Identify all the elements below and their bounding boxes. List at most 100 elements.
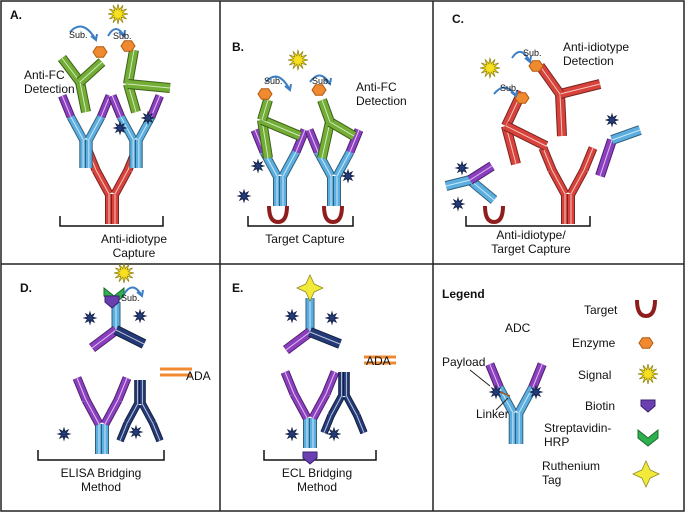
panel-b-detect-left-arm1-stripe <box>261 119 301 137</box>
panel-e-capture-drug-arm-left-stripe <box>293 393 308 419</box>
panel-c-payload-3 <box>604 112 620 128</box>
panel-a-capture-antibody-arm-right <box>111 167 132 197</box>
panel-d-ada-antibody-arm-right-stripe <box>141 403 154 424</box>
panel-b-detect-left-stem-stripe <box>261 119 269 159</box>
panel-d-capture-drug-arm-left <box>82 397 103 427</box>
panel-a-drug-left-tip-right <box>97 94 114 119</box>
panel-b-target-1 <box>267 205 289 225</box>
panel-a-detect-left-arm2 <box>76 58 106 86</box>
panel-c-sub-arrow-1-head <box>524 55 532 64</box>
legend-ruthenium-label: Ruthenium Tag <box>542 459 601 487</box>
panel-a-payload-2 <box>140 110 156 126</box>
panel-d-signal <box>113 262 135 284</box>
panel-d-letter: D. <box>20 281 32 295</box>
panel-e-capture-drug-tip-left-stripe <box>284 371 295 395</box>
panel-b-drug-right-arm-right-stripe <box>336 151 351 177</box>
panel-b-detect-left-stem <box>257 119 273 159</box>
panel-b-drug-right-tip-left <box>304 128 323 154</box>
panel-d-ada-antibody-tip-left-stripe <box>119 423 128 441</box>
legend-adc-label: ADC <box>505 321 531 335</box>
panel-c-drug-right-tip-stripe <box>611 129 641 141</box>
panel-d-substrate: Sub. <box>121 293 140 303</box>
panel-c-sub-arrow-2-head <box>510 89 518 98</box>
panel-d-detect-arm2-stripe <box>115 329 145 345</box>
panel-a-substrate-2: Sub. <box>113 31 132 41</box>
panel-a-sub-arrow-1-curve <box>69 25 97 41</box>
panel-d-ada-antibody-arm-left-stripe <box>126 403 139 424</box>
panel-d-sub-arrow-head <box>136 289 144 298</box>
panel-d-ada-label: ADA <box>186 369 211 383</box>
panel-b-detect-right-arm2 <box>317 98 335 124</box>
panel-a-sub-arrow-1-head <box>90 33 98 42</box>
panel-a-detect-right-arm1 <box>123 49 139 85</box>
panel-b-drug-left-tip-right <box>291 128 310 154</box>
panel-d-capture-drug-tip-left <box>72 376 91 402</box>
panel-b-payload-2 <box>250 158 266 174</box>
legend-linker-pointer <box>495 397 509 411</box>
panel-d-biotin <box>104 295 120 309</box>
panel-b-drug-right-tip-right-stripe <box>349 129 360 153</box>
panel-c-detection-label: Anti-idiotype Detection <box>563 40 630 68</box>
panel-d-ada-antibody-tip-right-stripe <box>152 423 161 441</box>
legend-enzyme-icon <box>638 337 654 349</box>
panel-b-detection-label: Anti-FC Detection <box>356 80 407 108</box>
panel-a-signal <box>107 3 129 25</box>
panel-c-drug-left-arm2 <box>467 161 495 185</box>
panel-b-drug-right-tip-left-stripe <box>308 129 319 153</box>
panel-c-drug-right-arm <box>595 138 617 178</box>
panel-e-capture-drug-arm-right-stripe <box>312 393 327 419</box>
panel-c-enzyme-1 <box>528 60 544 72</box>
panel-e-ruthenium <box>296 274 324 302</box>
panel-b-drug-left-tip-right-stripe <box>295 129 306 153</box>
panel-b-bracket <box>247 216 354 227</box>
panel-a-detect-right-arm2 <box>127 79 171 93</box>
legend-payload-label: Payload <box>442 355 486 369</box>
panel-d-ada-antibody-tip-left <box>116 421 131 443</box>
legend-signal-icon <box>637 363 659 385</box>
panel-e-bracket <box>263 450 377 461</box>
panel-a-detect-left-arm2-stripe <box>79 61 103 83</box>
panel-e-ada-antibody-arm-right <box>343 394 361 418</box>
panel-a-drug-left-arm-right-stripe <box>88 116 102 140</box>
panel-e-ada-antibody-arm-left <box>327 394 345 418</box>
panel-d-capture-drug-arm-right-stripe <box>104 399 119 425</box>
panel-d-capture-drug-tip-right <box>113 376 132 402</box>
legend-linker-label: Linker <box>476 407 509 421</box>
panel-e-biotin <box>302 451 318 465</box>
panel-c-capture-antibody-tip-right-stripe <box>583 147 594 171</box>
panel-e-ada-antibody-arm-right-stripe <box>345 395 358 416</box>
panel-b-sub-arrow-2 <box>309 74 332 86</box>
panel-c-detect-left-arm2-stripe <box>505 125 547 147</box>
panel-b-substrate-2: Sub. <box>312 76 331 86</box>
legend-biotin-label: Biotin <box>585 399 616 413</box>
legend-adc-antibody-arm-right <box>515 385 537 415</box>
panel-a-sub-arrow-2-head <box>118 29 126 38</box>
panel-c-letter: C. <box>452 12 464 26</box>
legend-target-label: Target <box>584 303 618 317</box>
panel-a-drug-left-tip-left <box>58 94 75 119</box>
panel-b-sub-arrow-2-head <box>324 77 332 86</box>
panel-b-detect-right-arm1 <box>327 117 357 141</box>
panel-b-detect-left-arm2 <box>257 98 273 122</box>
panel-c-substrate-2: Sub. <box>500 83 519 93</box>
panel-d-capture-drug-arm-right <box>101 397 122 427</box>
panel-e-detect-arm1 <box>283 328 313 354</box>
panel-b-target-2 <box>322 205 344 225</box>
panel-e-payload-2 <box>324 310 340 326</box>
panel-e-ada-antibody-tip-right-stripe <box>356 415 365 433</box>
panel-c-detect-right-stem <box>555 93 567 137</box>
panel-a-detect-right-arm2-stripe <box>127 83 171 89</box>
panel-e-capture-drug-tip-right-stripe <box>325 371 336 395</box>
panel-c-sub-arrow-2 <box>493 86 518 98</box>
legend-enzyme-label: Enzyme <box>572 336 616 350</box>
legend-adc-antibody-tip-left-stripe <box>489 364 500 388</box>
panel-c-capture-antibody-tip-left-stripe <box>542 147 553 171</box>
panel-e-payload-4 <box>326 426 342 442</box>
panel-b-signal <box>287 49 309 71</box>
panel-c-drug-right-arm-stripe <box>599 139 613 177</box>
panel-d-capture-label: ELISA Bridging Method <box>60 466 142 494</box>
panel-b-detect-right-arm1-stripe <box>329 121 355 137</box>
panel-a-drug-left-arm-left <box>66 114 87 142</box>
panel-a-letter: A. <box>10 8 22 22</box>
